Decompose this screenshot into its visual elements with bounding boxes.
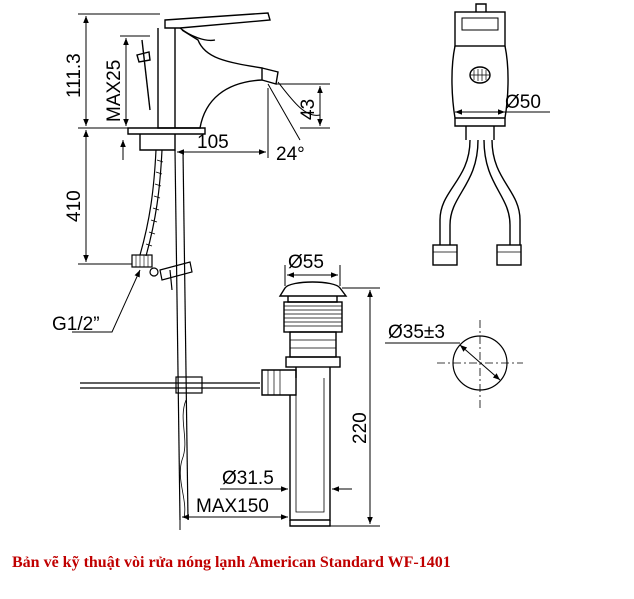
drawing-caption: Bản vẽ kỹ thuật vòi rửa nóng lạnh Americ… bbox=[12, 554, 451, 571]
drain-assembly bbox=[261, 281, 348, 527]
dim-drain-cap-diameter: Ø55 bbox=[288, 252, 324, 273]
dim-max-offset: MAX150 bbox=[196, 496, 269, 517]
dim-thread: G1/2” bbox=[52, 314, 100, 335]
dim-hole-diameter: Ø35±3 bbox=[388, 322, 445, 343]
dim-spout-angle: 24° bbox=[276, 144, 305, 165]
dim-body-diameter: Ø50 bbox=[505, 92, 541, 113]
faucet-side-view bbox=[127, 12, 321, 151]
dimension-lines bbox=[72, 13, 550, 530]
popup-rod bbox=[80, 149, 260, 521]
dimension-labels: 111.3 MAX25 43 105 24° 410 G1/2” Ø50 Ø55… bbox=[52, 53, 541, 517]
dim-height-spout: 43 bbox=[298, 99, 319, 120]
supply-hose bbox=[131, 149, 164, 268]
faucet-front-view bbox=[432, 3, 522, 266]
dim-height-faucet: 111.3 bbox=[64, 53, 85, 98]
mounting-hole-view bbox=[437, 320, 523, 408]
dim-hose-length: 410 bbox=[64, 190, 85, 222]
dim-trap-height: 220 bbox=[350, 412, 371, 444]
dim-pipe-diameter: Ø31.5 bbox=[222, 468, 274, 489]
dim-handle-travel: MAX25 bbox=[104, 60, 125, 122]
dim-spout-reach: 105 bbox=[197, 132, 229, 153]
